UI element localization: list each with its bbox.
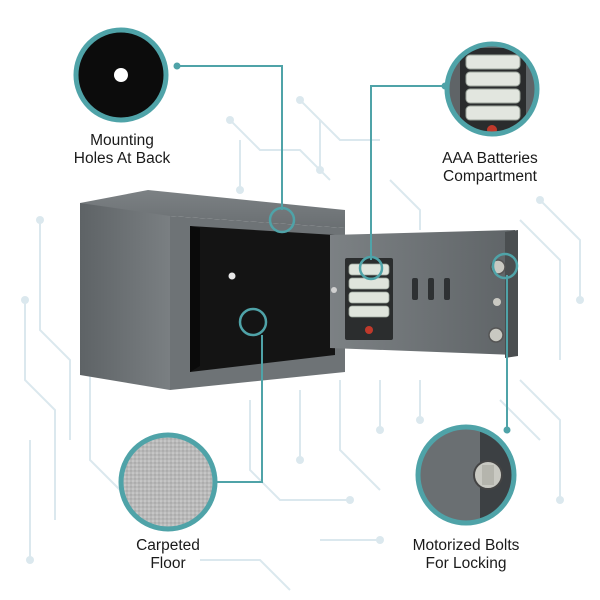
label-batteries-line1: AAA Batteries — [442, 150, 538, 167]
label-batteries: AAA Batteries Compartment — [425, 150, 555, 186]
safe-door — [330, 230, 518, 358]
label-carpeted-floor-line1: Carpeted — [136, 537, 200, 554]
safe-body — [80, 190, 345, 390]
label-carpeted-floor-line2: Floor — [150, 555, 186, 572]
label-motorized-bolts-line2: For Locking — [425, 555, 507, 572]
label-motorized-bolts: Motorized Bolts For Locking — [395, 537, 537, 573]
label-mounting-holes-line1: Mounting — [90, 132, 154, 149]
safe-interior — [190, 226, 335, 372]
inset-motorized-bolts — [415, 424, 517, 526]
inset-batteries — [444, 41, 540, 137]
label-mounting-holes: Mounting Holes At Back — [62, 132, 182, 168]
target-rings — [238, 206, 519, 337]
label-carpeted-floor: Carpeted Floor — [118, 537, 218, 573]
inset-mounting-holes — [73, 27, 169, 123]
label-batteries-line2: Compartment — [443, 168, 537, 185]
label-mounting-holes-line2: Holes At Back — [73, 150, 171, 167]
label-motorized-bolts-line1: Motorized Bolts — [412, 537, 520, 554]
callout-lines — [177, 65, 508, 483]
inset-carpeted-floor — [118, 432, 218, 532]
mounting-hole — [228, 272, 236, 280]
